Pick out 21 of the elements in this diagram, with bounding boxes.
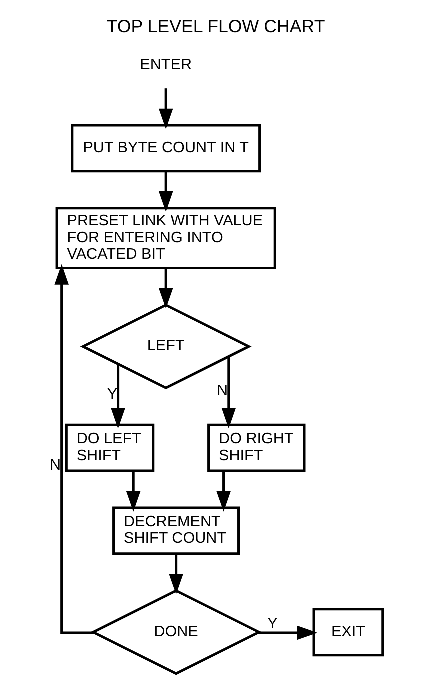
edge-label: Y — [268, 616, 278, 633]
arrow — [126, 471, 141, 512]
arrow — [111, 364, 126, 429]
arrow — [54, 264, 94, 634]
node-box: PRESET LINK WITH VALUE FOR ENTERING INTO VACATED BIT — [56, 207, 276, 270]
diagram-title: TOP LEVEL FLOW CHART — [106, 16, 326, 37]
node-text: ENTER — [140, 56, 192, 74]
node-box: PUT BYTE COUNT IN T — [71, 124, 262, 173]
node-box: DO RIGHT SHIFT — [208, 424, 306, 472]
node-diamond: DONE — [90, 589, 262, 676]
arrow — [258, 626, 318, 640]
node-box: EXIT — [312, 608, 384, 657]
arrow — [158, 88, 174, 130]
arrow — [158, 268, 174, 309]
arrow — [216, 471, 231, 512]
arrow — [169, 554, 184, 595]
node-box: DECREMENT SHIFT COUNT — [112, 506, 240, 556]
node-box: DO LEFT SHIFT — [65, 424, 155, 472]
arrow — [222, 356, 236, 429]
edge-label: N — [50, 457, 62, 474]
arrow — [158, 172, 174, 212]
